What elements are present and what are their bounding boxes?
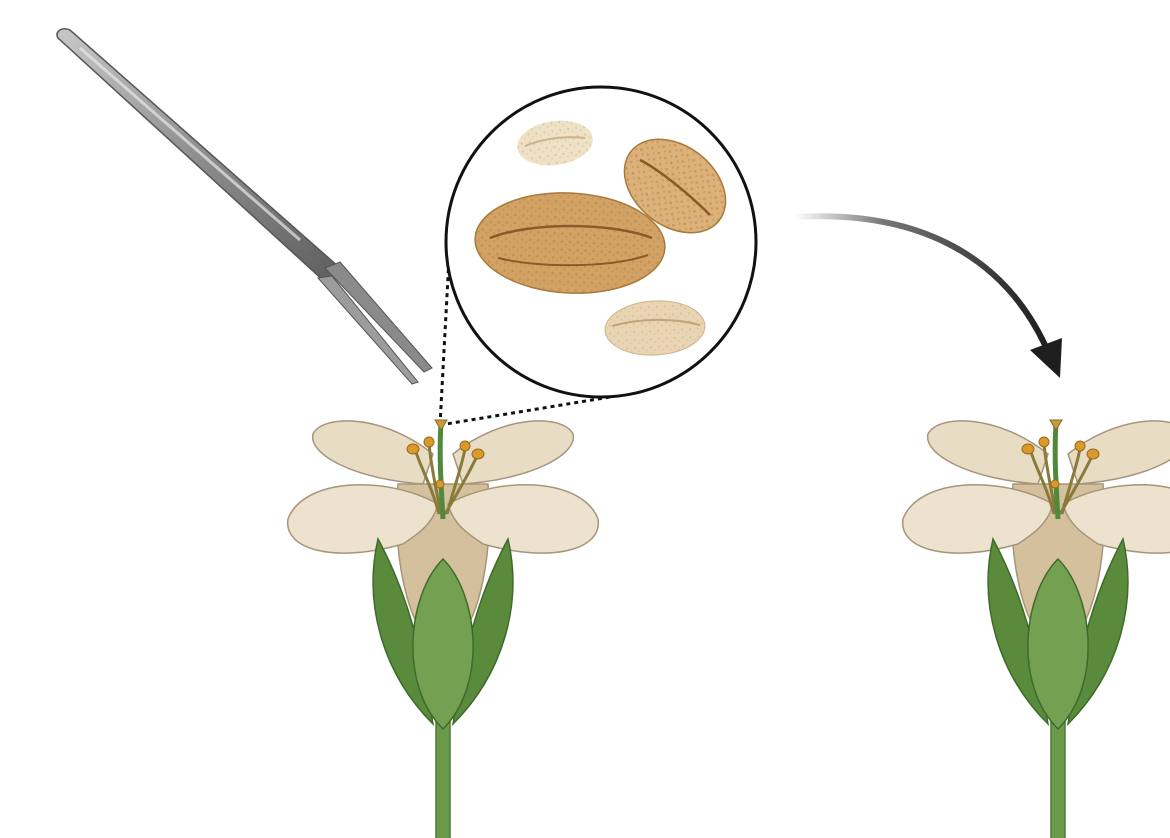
tweezers-icon bbox=[57, 29, 432, 384]
pollen-magnifier-icon bbox=[446, 87, 756, 397]
transfer-arrow-icon bbox=[795, 216, 1062, 378]
recipient-flower-icon bbox=[903, 420, 1170, 838]
donor-flower-icon bbox=[288, 420, 599, 838]
